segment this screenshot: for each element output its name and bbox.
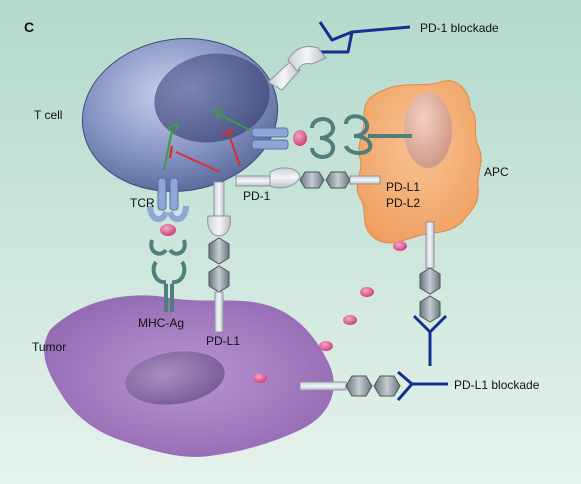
apc-label: APC [484, 165, 509, 179]
tcr-receptor [147, 177, 189, 223]
activation-arrow-cd28 [212, 109, 251, 131]
pd-l1-apc-label: PD-L1 [386, 180, 421, 194]
panel-label: C [24, 19, 35, 35]
apc-nucleus [404, 92, 452, 168]
pd1-receptor-top [267, 46, 327, 91]
pd-l1-tumor [208, 237, 230, 333]
tcr-label: TCR [130, 196, 155, 210]
cytokine-dot [360, 287, 374, 297]
tumor-label: Tumor [32, 340, 67, 354]
pd1-blockade-label: PD-1 blockade [420, 21, 499, 35]
mhc-ag-complex [149, 239, 187, 312]
antigen-peptide [160, 224, 176, 236]
pd1-label: PD-1 [243, 189, 271, 203]
pd-l1-antibody-apc [412, 314, 448, 366]
pd-l1-tumor-label: PD-L1 [206, 334, 241, 348]
t-cell-nucleus [154, 53, 270, 143]
cytokine-dot [343, 315, 357, 325]
pd1-receptor-tumor [207, 181, 231, 237]
inhibition-arrow-1 [168, 145, 221, 173]
t-cell-label: T cell [34, 108, 63, 122]
cytokine-dot [253, 373, 267, 383]
pd1-receptor-apc [235, 167, 301, 189]
tumor-nucleus [125, 351, 225, 405]
cytokine-dot [319, 341, 333, 351]
pd-l1-apc-lower [419, 221, 441, 323]
activation-arrow-tcr [163, 122, 180, 171]
pd-l1-tumor-lower [299, 375, 401, 397]
pd-l1-antibody-tumor [396, 370, 448, 401]
inhibition-arrow-2 [221, 128, 241, 167]
pd-l1-pd-l2-apc [299, 171, 381, 189]
pd-l1-blockade-label: PD-L1 blockade [454, 378, 540, 392]
pd-l2-label: PD-L2 [386, 196, 421, 210]
tcell-apc-receptor [251, 114, 412, 159]
mhc-ag-label: MHC-Ag [138, 316, 185, 330]
cytokine-dot [393, 241, 407, 251]
pd1-antibody [318, 21, 411, 54]
